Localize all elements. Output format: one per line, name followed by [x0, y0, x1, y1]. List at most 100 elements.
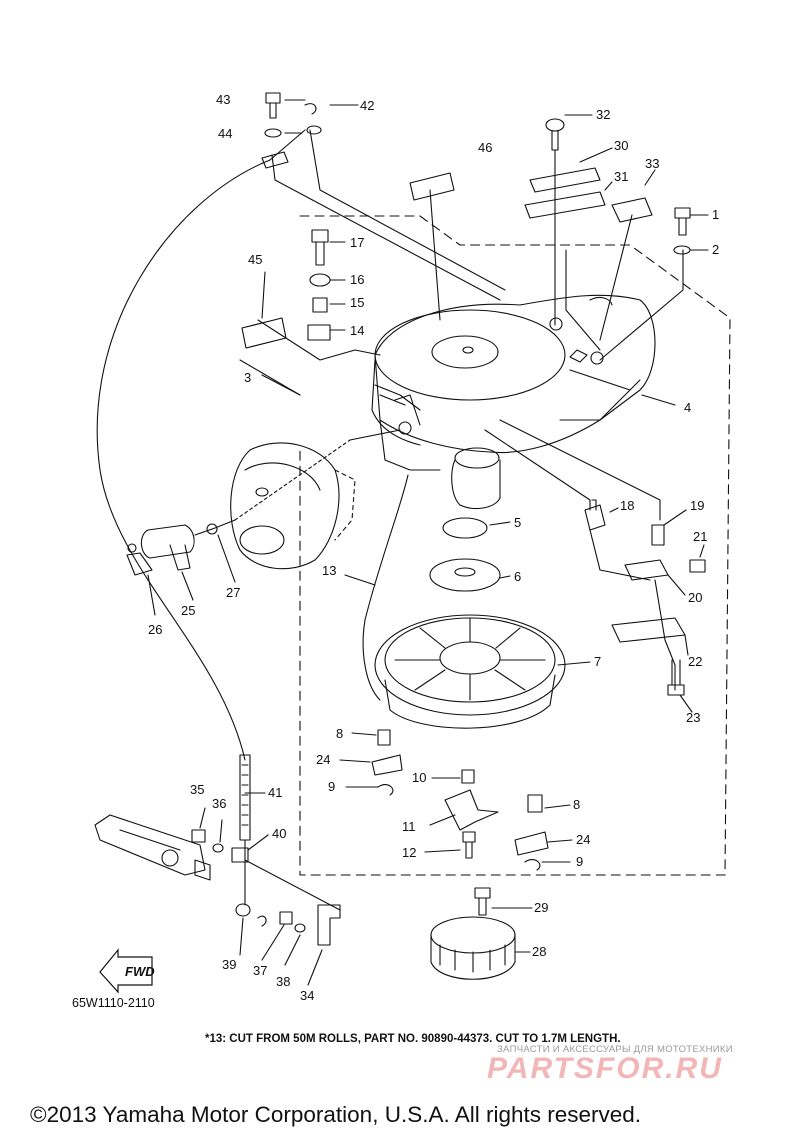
part-label-10: 10	[412, 770, 426, 785]
pulley-ring-5	[442, 517, 488, 539]
lever-20	[624, 559, 669, 581]
decal-46	[409, 172, 455, 201]
bolt-17	[311, 229, 329, 266]
part-label-35: 35	[190, 782, 204, 797]
housing-side-panel	[374, 384, 421, 411]
part-label-9: 9	[328, 779, 335, 794]
part-label-8: 8	[336, 726, 343, 741]
recoil-handle-cover	[230, 442, 356, 570]
spring-case-6	[429, 558, 501, 592]
part-label-45: 45	[248, 252, 262, 267]
fwd-arrow-icon	[99, 948, 153, 994]
part-label-36: 36	[212, 796, 226, 811]
part-label-41: 41	[268, 785, 282, 800]
part-label-7: 7	[594, 654, 601, 669]
washer-38	[294, 923, 306, 933]
spring-8-b	[527, 794, 543, 813]
diagram-code: 65W1110-2110	[72, 996, 155, 1010]
fwd-label: FWD	[125, 964, 155, 979]
bracket-34	[317, 904, 341, 946]
plate-30	[529, 167, 601, 193]
part-label-8-b: 8	[573, 797, 580, 812]
shift-cable	[96, 159, 271, 761]
part-label-34: 34	[300, 988, 314, 1003]
decal-45	[241, 317, 287, 349]
bolt-1	[674, 207, 691, 236]
cable-adjuster	[239, 754, 251, 841]
bushing-14	[307, 324, 331, 341]
part-label-6: 6	[514, 569, 521, 584]
collar-15	[312, 297, 328, 313]
part-label-23: 23	[686, 710, 700, 725]
part-label-17: 17	[350, 235, 364, 250]
part-label-31: 31	[614, 169, 628, 184]
part-label-43: 43	[216, 92, 230, 107]
part-label-15: 15	[350, 295, 364, 310]
clip-39	[235, 903, 251, 917]
copyright-notice: ©2013 Yamaha Motor Corporation, U.S.A. A…	[30, 1102, 642, 1127]
spring-19	[651, 524, 665, 546]
part-label-14: 14	[350, 323, 364, 338]
clip-42	[304, 103, 322, 135]
drive-plate-11	[444, 789, 499, 831]
spring-21	[689, 559, 706, 573]
clip-9-b	[524, 859, 541, 871]
link-rod	[244, 859, 341, 911]
bolt-23	[667, 659, 685, 696]
part-label-27: 27	[226, 585, 240, 600]
part-label-29: 29	[534, 900, 548, 915]
part-label-26: 26	[148, 622, 162, 637]
washer-44	[264, 128, 282, 138]
washer-16	[309, 273, 331, 287]
clip-9-a	[377, 784, 394, 796]
bolt-35	[191, 829, 206, 843]
part-label-22: 22	[688, 654, 702, 669]
part-label-24: 24	[316, 752, 330, 767]
assembly-boundary	[299, 215, 731, 876]
part-label-12: 12	[402, 845, 416, 860]
part-label-32: 32	[596, 107, 610, 122]
part-label-28: 28	[532, 944, 546, 959]
washer-36	[212, 843, 224, 853]
plate-31	[524, 191, 606, 219]
part-label-1: 1	[712, 207, 719, 222]
plunger-18	[584, 499, 606, 531]
part-label-38: 38	[276, 974, 290, 989]
reel-7	[374, 614, 566, 729]
bolt-29	[474, 887, 491, 916]
part-label-9-b: 9	[576, 854, 583, 869]
starter-housing	[349, 294, 656, 510]
bolt-37	[279, 911, 293, 925]
starter-rope	[194, 439, 351, 536]
starter-pulley-28	[430, 916, 516, 980]
part-label-4: 4	[684, 400, 691, 415]
part-label-40: 40	[272, 826, 286, 841]
part-label-3: 3	[244, 370, 251, 385]
cable-bracket	[261, 151, 289, 169]
part-label-18: 18	[620, 498, 634, 513]
part-label-13: 13	[322, 563, 336, 578]
part-label-33: 33	[645, 156, 659, 171]
bracket-22	[611, 617, 686, 643]
part-label-44: 44	[218, 126, 232, 141]
pawl-24-b	[514, 831, 549, 856]
bolt-43	[265, 92, 281, 119]
part-label-25: 25	[181, 603, 195, 618]
part-label-21: 21	[693, 529, 707, 544]
part-label-30: 30	[614, 138, 628, 153]
part-label-19: 19	[690, 498, 704, 513]
shift-linkage	[94, 814, 211, 881]
spring-8-a	[377, 729, 391, 746]
part-label-16: 16	[350, 272, 364, 287]
part-label-2: 2	[712, 242, 719, 257]
part-label-11: 11	[402, 819, 416, 834]
part-label-39: 39	[222, 957, 236, 972]
watermark-tagline: ЗАПЧАСТИ И АКСЕССУАРЫ ДЛЯ МОТОТЕХНИКИ	[497, 1044, 733, 1055]
screw-32	[545, 118, 565, 151]
part-label-46: 46	[478, 140, 492, 155]
part-label-24-b: 24	[576, 832, 590, 847]
part-label-5: 5	[514, 515, 521, 530]
pawl-24-a	[371, 754, 403, 776]
starter-handle	[126, 524, 195, 576]
